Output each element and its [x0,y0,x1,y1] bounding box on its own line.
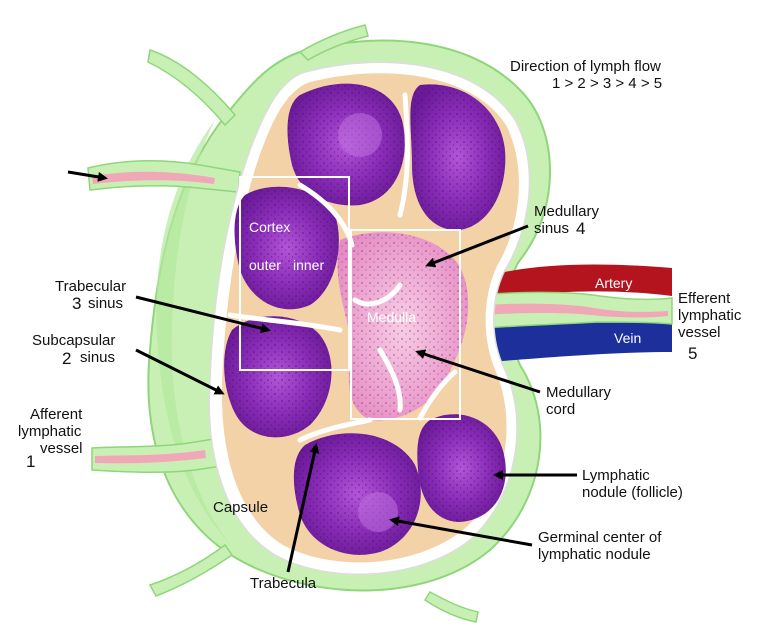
efferent-label-3: vessel [678,324,721,341]
flow-direction-title: Direction of lymph flow [510,58,661,75]
efferent-number: 5 [688,344,697,363]
flow-direction-sequence: 1 > 2 > 3 > 4 > 5 [552,75,662,92]
capsule-label: Capsule [213,499,268,516]
efferent-label-2: lymphatic [678,307,742,324]
medullary-cord-label-2: cord [546,401,575,418]
trabecula-label: Trabecula [250,575,317,592]
medullary-sinus-label: Medullary [534,203,600,220]
arrow-trabecula [286,443,320,573]
cortex-label: Cortex [249,219,290,235]
vein-label: Vein [614,330,641,346]
cortex-box [239,176,350,371]
subcapsular-sinus-number: 2 [62,349,71,368]
germinal-center-label: Germinal center of [538,529,662,546]
vein [480,318,672,362]
germinal-center [358,492,398,532]
vessel-branches [87,24,479,623]
arrow-subcapsular-sinus [135,348,225,395]
arrow-medullary-cord [415,349,541,394]
arrow-afferent-entry [67,170,108,182]
medullary-sinus-label-2: sinus [534,220,569,237]
lymphatic-nodule-label-2: nodule (follicle) [582,484,683,501]
cortex-outer-label: outer [249,257,281,273]
afferent-label: Afferent [30,406,83,423]
germinal-center-label-2: lymphatic nodule [538,546,651,563]
afferent-label-2: lymphatic [18,423,82,440]
trabecular-sinus-label: Trabecular [55,278,126,295]
medulla-label: Medulla [367,309,416,325]
trabecular-sinus-number: 3 [72,294,81,313]
afferent-label-3: vessel [40,440,83,457]
arrow-germinal-center [389,516,533,547]
cortex-inner-label: inner [293,257,324,273]
medulla-box [350,229,461,420]
leader-arrows [67,170,577,573]
medullary-cord-label: Medullary [546,384,612,401]
lymphatic-nodule-label: Lymphatic [582,467,650,484]
arrow-medullary-sinus [425,224,529,268]
efferent-label: Efferent [678,290,731,307]
medullary-sinus-number: 4 [576,219,585,238]
arrow-trabecular-sinus [135,295,271,334]
subcapsular-sinus-label-2: sinus [80,349,115,366]
blood-vessels [444,264,673,362]
trabecular-sinus-label-2: sinus [88,295,123,312]
afferent-number: 1 [26,452,35,471]
artery-label: Artery [595,275,632,291]
subcapsular-sinus-label: Subcapsular [32,332,115,349]
germinal-center [338,113,382,157]
